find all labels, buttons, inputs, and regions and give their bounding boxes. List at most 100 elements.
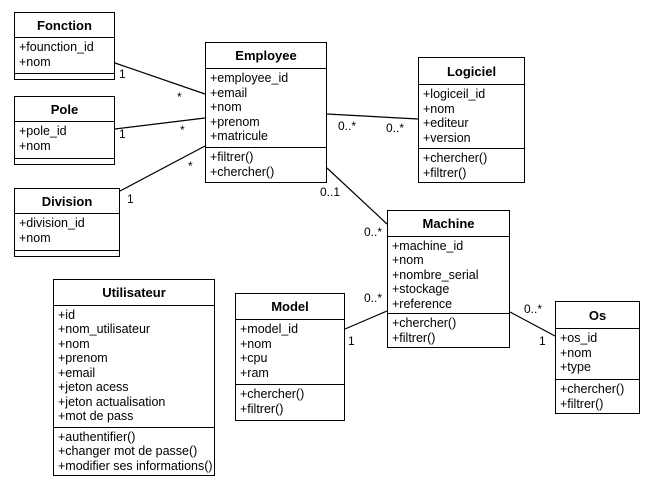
association-model-machine (344, 310, 388, 330)
association-employee-logiciel (326, 113, 419, 120)
class-title: Pole (15, 97, 114, 122)
multiplicity-pole-side: 1 (119, 127, 126, 141)
method: +chercher() (240, 387, 305, 401)
attribute-list: +machine_id +nom +nombre_serial +stockag… (388, 237, 509, 314)
association-employee-machine (326, 167, 388, 225)
class-pole: Pole +pole_id +nom (14, 96, 115, 165)
method: +chercher() (392, 316, 457, 330)
attribute: +prenom (58, 351, 108, 366)
attribute: +employee_id (210, 71, 289, 85)
class-fonction: Fonction +founction_id +nom (14, 12, 115, 80)
attribute: +editeur (423, 116, 469, 130)
attribute: +stockage (392, 282, 450, 296)
class-machine: Machine +machine_id +nom +nombre_serial … (387, 210, 510, 348)
attribute: +nom (240, 336, 272, 351)
class-utilisateur: Utilisateur +id +nom_utilisateur +nom +p… (53, 279, 215, 476)
class-division: Division +division_id +nom (14, 188, 120, 257)
method-list (15, 158, 114, 164)
attribute: +matricule (210, 129, 269, 143)
multiplicity-employee-side-fonction: * (177, 90, 182, 104)
attribute-list: +id +nom_utilisateur +nom +prenom +email… (54, 306, 214, 427)
attribute-list: +founction_id +nom (15, 38, 114, 73)
class-title: Logiciel (419, 58, 524, 85)
attribute: +division_id (19, 216, 85, 230)
attribute: +nom_utilisateur (58, 322, 151, 337)
attribute-list: +pole_id +nom (15, 122, 114, 158)
multiplicity-employee-side-division: * (188, 159, 193, 173)
attribute: +cpu (240, 351, 268, 365)
method-list: +chercher() +filtrer() (556, 379, 639, 413)
association-division-employee (119, 145, 206, 192)
method-list: +chercher() +filtrer() (388, 313, 509, 347)
method: +modifier ses informations() (58, 458, 213, 473)
method: +chercher() (560, 382, 625, 396)
attribute-list: +model_id +nom +cpu +ram (236, 320, 344, 384)
class-os: Os +os_id +nom +type +chercher() +filtre… (555, 301, 640, 414)
method-list: +chercher() +filtrer() (419, 148, 524, 182)
class-title: Fonction (15, 13, 114, 38)
method: +changer mot de passe() (58, 444, 198, 458)
method: +filtrer() (240, 401, 284, 416)
method: +filtrer() (210, 150, 254, 164)
class-title: Model (236, 294, 344, 320)
class-employee: Employee +employee_id +email +nom +preno… (205, 42, 327, 183)
attribute: +version (423, 130, 471, 145)
multiplicity-fonction-side: 1 (119, 67, 126, 81)
attribute: +model_id (240, 322, 299, 336)
method: +chercher() (423, 151, 488, 165)
method-list: +filtrer() +chercher() (206, 147, 326, 182)
class-title: Machine (388, 211, 509, 237)
attribute: +pole_id (19, 124, 67, 138)
method: +filtrer() (423, 165, 467, 180)
attribute: +nom (19, 230, 51, 245)
multiplicity-machine-side-employee: 0..* (364, 225, 383, 239)
attribute: +os_id (560, 331, 598, 345)
association-fonction-employee (114, 62, 206, 95)
multiplicity-logiciel-side: 0..* (386, 121, 405, 135)
method-list (15, 250, 119, 256)
attribute-list: +os_id +nom +type (556, 329, 639, 379)
attribute: +nom (210, 100, 242, 114)
association-machine-os (509, 311, 556, 337)
multiplicity-machine-side-os: 0..* (524, 302, 543, 316)
attribute: +nom (19, 54, 51, 69)
attribute: +logiceil_id (423, 87, 486, 101)
method: +authentifier() (58, 429, 136, 444)
multiplicity-model-side: 1 (348, 334, 355, 348)
attribute: +id (58, 307, 76, 322)
attribute: +email (58, 365, 96, 380)
attribute-list: +division_id +nom (15, 214, 119, 250)
method: +filtrer() (560, 396, 604, 411)
attribute: +nom (58, 336, 90, 351)
attribute: +email (210, 85, 248, 100)
attribute: +jeton acess (58, 380, 129, 395)
method-list: +chercher() +filtrer() (236, 384, 344, 420)
attribute: +prenom (210, 114, 260, 129)
attribute: +reference (392, 296, 453, 311)
method-list (15, 73, 114, 79)
attribute-list: +logiceil_id +nom +editeur +version (419, 85, 524, 148)
attribute-list: +employee_id +email +nom +prenom +matric… (206, 69, 326, 147)
method-list: +authentifier() +changer mot de passe() … (54, 426, 214, 476)
class-model: Model +model_id +nom +cpu +ram +chercher… (235, 293, 345, 421)
attribute: +nom (19, 138, 51, 153)
class-title: Division (15, 189, 119, 214)
multiplicity-employee-side-pole: * (180, 123, 185, 137)
multiplicity-employee-side-machine: 0..1 (320, 185, 341, 199)
multiplicity-machine-side-model: 0..* (364, 291, 383, 305)
attribute: +ram (240, 365, 269, 380)
attribute: +founction_id (19, 40, 94, 54)
association-pole-employee (114, 117, 206, 130)
class-title: Os (556, 302, 639, 329)
attribute: +nom (423, 101, 455, 116)
multiplicity-os-side: 1 (539, 334, 546, 348)
attribute: +nom (560, 345, 592, 360)
attribute: +mot de pass (58, 409, 134, 424)
class-title: Utilisateur (54, 280, 214, 306)
method: +filtrer() (392, 330, 436, 345)
class-title: Employee (206, 43, 326, 69)
method: +chercher() (210, 164, 275, 179)
multiplicity-employee-side-logiciel: 0..* (338, 119, 357, 133)
multiplicity-division-side: 1 (127, 192, 134, 206)
